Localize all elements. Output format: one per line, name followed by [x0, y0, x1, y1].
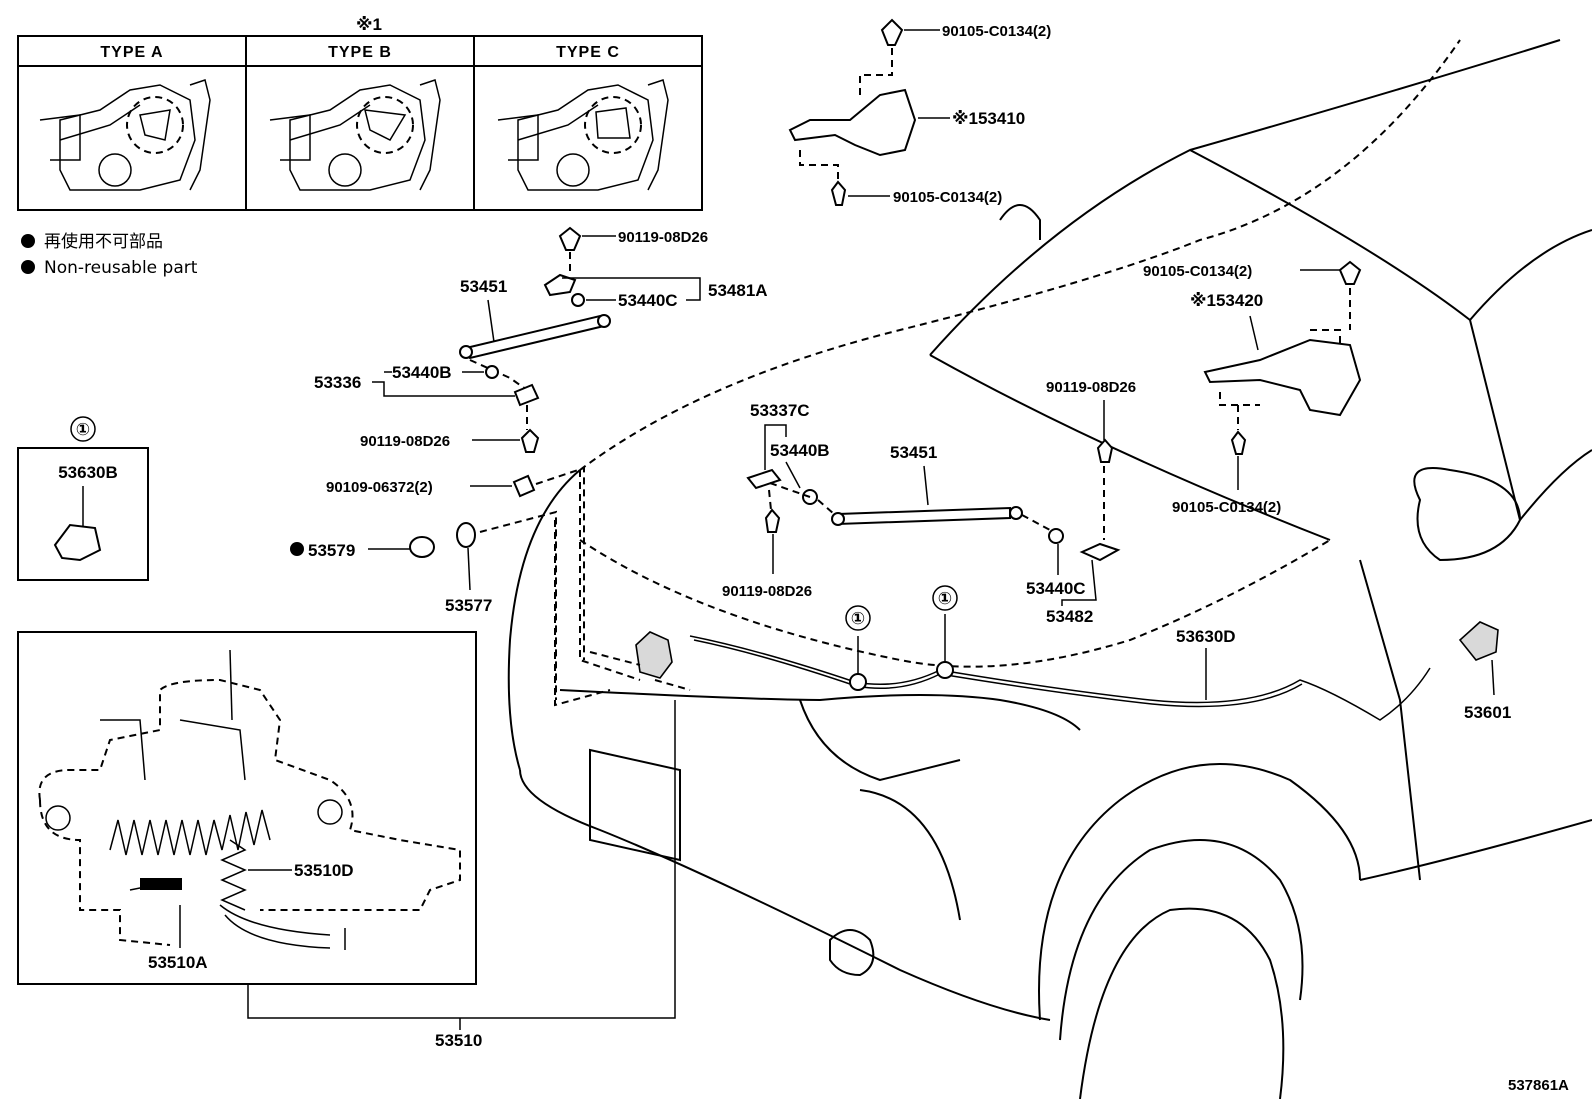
retainer-icon: [571, 293, 585, 307]
bolt-icon: [558, 226, 582, 251]
non-reusable-dot-icon: [21, 234, 35, 248]
retainer-icon: [1048, 528, 1064, 544]
bolt-icon: [1230, 430, 1247, 455]
note-marker: ※1: [356, 15, 382, 34]
non-reusable-dot-icon: [290, 542, 304, 556]
type-b-sketch: [269, 79, 441, 191]
label-cushion: 53577: [445, 596, 492, 615]
release-lever-icon: [1458, 621, 1499, 661]
bolt-icon: [764, 508, 781, 533]
callout-number: ①: [938, 589, 952, 608]
right-hood-hinge: 90105-C0134(2) ※153420 90105-C0134(2): [1143, 260, 1362, 516]
label-hinge-l: ※153410: [952, 109, 1025, 128]
figure-id: 537861A: [1508, 1077, 1569, 1094]
bolt-icon: [880, 18, 904, 46]
label-retainer-top: 53440C: [618, 291, 678, 310]
hood-lock-on-vehicle: [589, 631, 691, 691]
release-cable-group: ① ① 53630D 53601: [689, 585, 1511, 722]
cushion-icon: [456, 522, 476, 548]
label-bracket-r2: 53482: [1046, 607, 1093, 626]
label-bolt-bracket-r: 90119-08D26: [722, 583, 812, 600]
label-cable: 53630D: [1176, 627, 1236, 646]
label-bolt-hinge-r-bottom: 90105-C0134(2): [1172, 499, 1281, 516]
left-hood-hinge: 90105-C0134(2) ※153410 90105-C0134(2): [788, 18, 1051, 206]
strut-icon: [837, 506, 1011, 526]
type-a-header: TYPE A: [100, 44, 163, 61]
right-hood-support: 90119-08D26 53337C 53440B 53451 90119-08…: [722, 379, 1136, 626]
label-bolt-support-top: 90119-08D26: [618, 229, 708, 246]
non-reusable-dot-icon: [21, 260, 35, 274]
bracket-icon: [543, 273, 577, 297]
label-clip: 53630B: [58, 463, 118, 482]
type-c-sketch: [497, 79, 669, 191]
type-table: TYPE A TYPE B TYPE C: [17, 35, 703, 211]
seal-icon: [409, 536, 435, 558]
bolt-icon: [520, 428, 540, 453]
hood-cushion-group: 90109-06372(2) 53579 53577: [290, 466, 585, 700]
label-bracket-lower: 53336: [314, 373, 361, 392]
type-c-header: TYPE C: [556, 44, 620, 61]
bolt-icon: [830, 180, 847, 206]
screw-icon: [512, 474, 536, 498]
clip-detail-box: ① 53630B: [17, 416, 149, 581]
label-seal: 53579: [308, 541, 355, 560]
label-support-r: 53451: [890, 443, 937, 462]
label-spring-a: 53510A: [148, 953, 208, 972]
clip-icon: [936, 661, 954, 679]
bracket-icon: [1079, 542, 1121, 562]
clip-icon: [53, 523, 102, 562]
label-support-l: 53451: [460, 277, 507, 296]
type-a-sketch: [39, 79, 211, 191]
hinge-icon: [788, 88, 917, 157]
bolt-icon: [1096, 438, 1114, 463]
label-hinge-r: ※153420: [1190, 291, 1263, 310]
label-spring-d: 53510D: [294, 861, 354, 880]
label-bolt-hinge-r-top: 90105-C0134(2): [1143, 263, 1252, 280]
lock-detail-box: 53510D 53510A: [17, 631, 477, 985]
legend: 再使用不可部品 Non-reusable part: [21, 231, 198, 278]
hood-lock-icon: [635, 631, 673, 679]
callout-number: ①: [851, 609, 865, 628]
label-lock-assy: 53510: [435, 1031, 482, 1050]
retainer-icon: [485, 365, 499, 379]
legend-english: Non-reusable part: [44, 258, 198, 278]
callout-number: ①: [76, 420, 90, 439]
label-bolt-hinge-l-bottom: 90105-C0134(2): [893, 189, 1002, 206]
left-hood-support: 90119-08D26 53440C 53481A 53451 53440B 5…: [314, 226, 768, 453]
bracket-icon: [746, 468, 782, 490]
bracket-icon: [513, 383, 540, 407]
clip-icon: [849, 673, 867, 691]
type-b-header: TYPE B: [328, 44, 392, 61]
label-lever: 53601: [1464, 703, 1511, 722]
label-bracket-r: 53337C: [750, 401, 810, 420]
vehicle-front-outline: [507, 39, 1592, 1099]
label-bracket-assy: 53481A: [708, 281, 768, 300]
label-screw-cushion: 90109-06372(2): [326, 479, 433, 496]
label-retainer-r: 53440B: [770, 441, 830, 460]
hinge-icon: [1203, 338, 1362, 417]
strut-icon: [464, 314, 606, 360]
label-bolt-support-r-top: 90119-08D26: [1046, 379, 1136, 396]
bolt-icon: [1338, 260, 1362, 285]
label-retainer-lower: 53440B: [392, 363, 452, 382]
label-bolt-support-lower: 90119-08D26: [360, 433, 450, 450]
legend-japanese: 再使用不可部品: [44, 231, 163, 252]
label-retainer-r2: 53440C: [1026, 579, 1086, 598]
label-bolt-hinge-l-top: 90105-C0134(2): [942, 23, 1051, 40]
